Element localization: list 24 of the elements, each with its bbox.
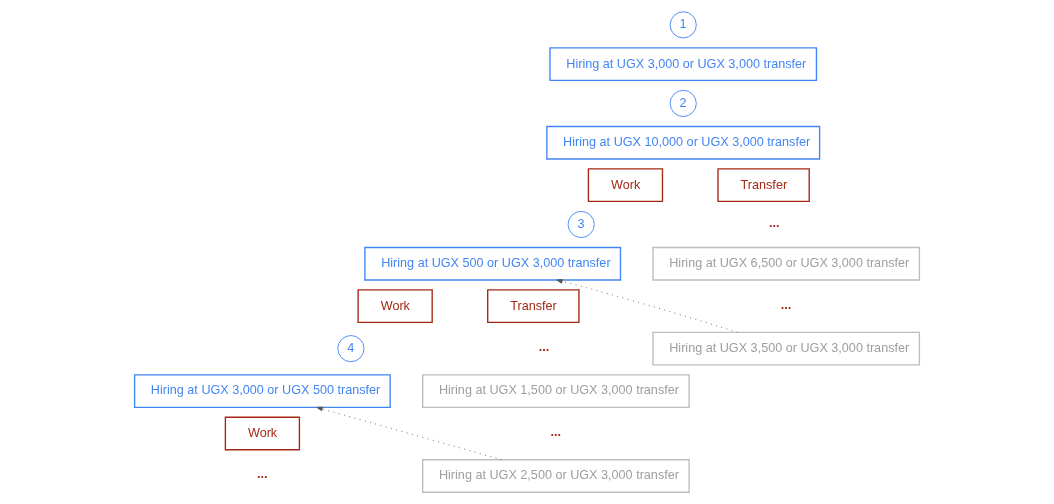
label: ... [256, 467, 268, 482]
node-box: Transfer [487, 289, 580, 324]
label: ... [780, 297, 792, 312]
arrow [556, 279, 739, 333]
label: ... [538, 340, 550, 355]
node-box: Hiring at UGX 1,500 or UGX 3,000 transfer [422, 374, 690, 408]
label: ... [550, 424, 562, 439]
node-box: Work [357, 289, 433, 324]
node-circle: 4 [337, 335, 365, 363]
node-box: Work [224, 416, 301, 451]
node-circle: 3 [567, 210, 595, 238]
node-box: Hiring at UGX 6,500 or UGX 3,000 transfer [652, 246, 921, 281]
label: ... [769, 215, 780, 230]
node-box: Hiring at UGX 10,000 or UGX 3,000 transfer [546, 125, 821, 160]
node-box: Hiring at UGX 3,000 or UGX 500 transfer [133, 374, 391, 408]
node-circle: 1 [669, 11, 697, 39]
node-box: Work [587, 168, 664, 203]
node-box: Hiring at UGX 2,500 or UGX 3,000 transfer [422, 459, 690, 493]
node-box: Hiring at UGX 500 or UGX 3,000 transfer [364, 246, 622, 281]
node-circle: 2 [669, 89, 697, 117]
node-box: Hiring at UGX 3,500 or UGX 3,000 transfer [652, 331, 921, 366]
node-box: Hiring at UGX 3,000 or UGX 3,000 transfer [549, 47, 818, 82]
arrow [316, 406, 502, 461]
node-box: Transfer [717, 168, 810, 203]
